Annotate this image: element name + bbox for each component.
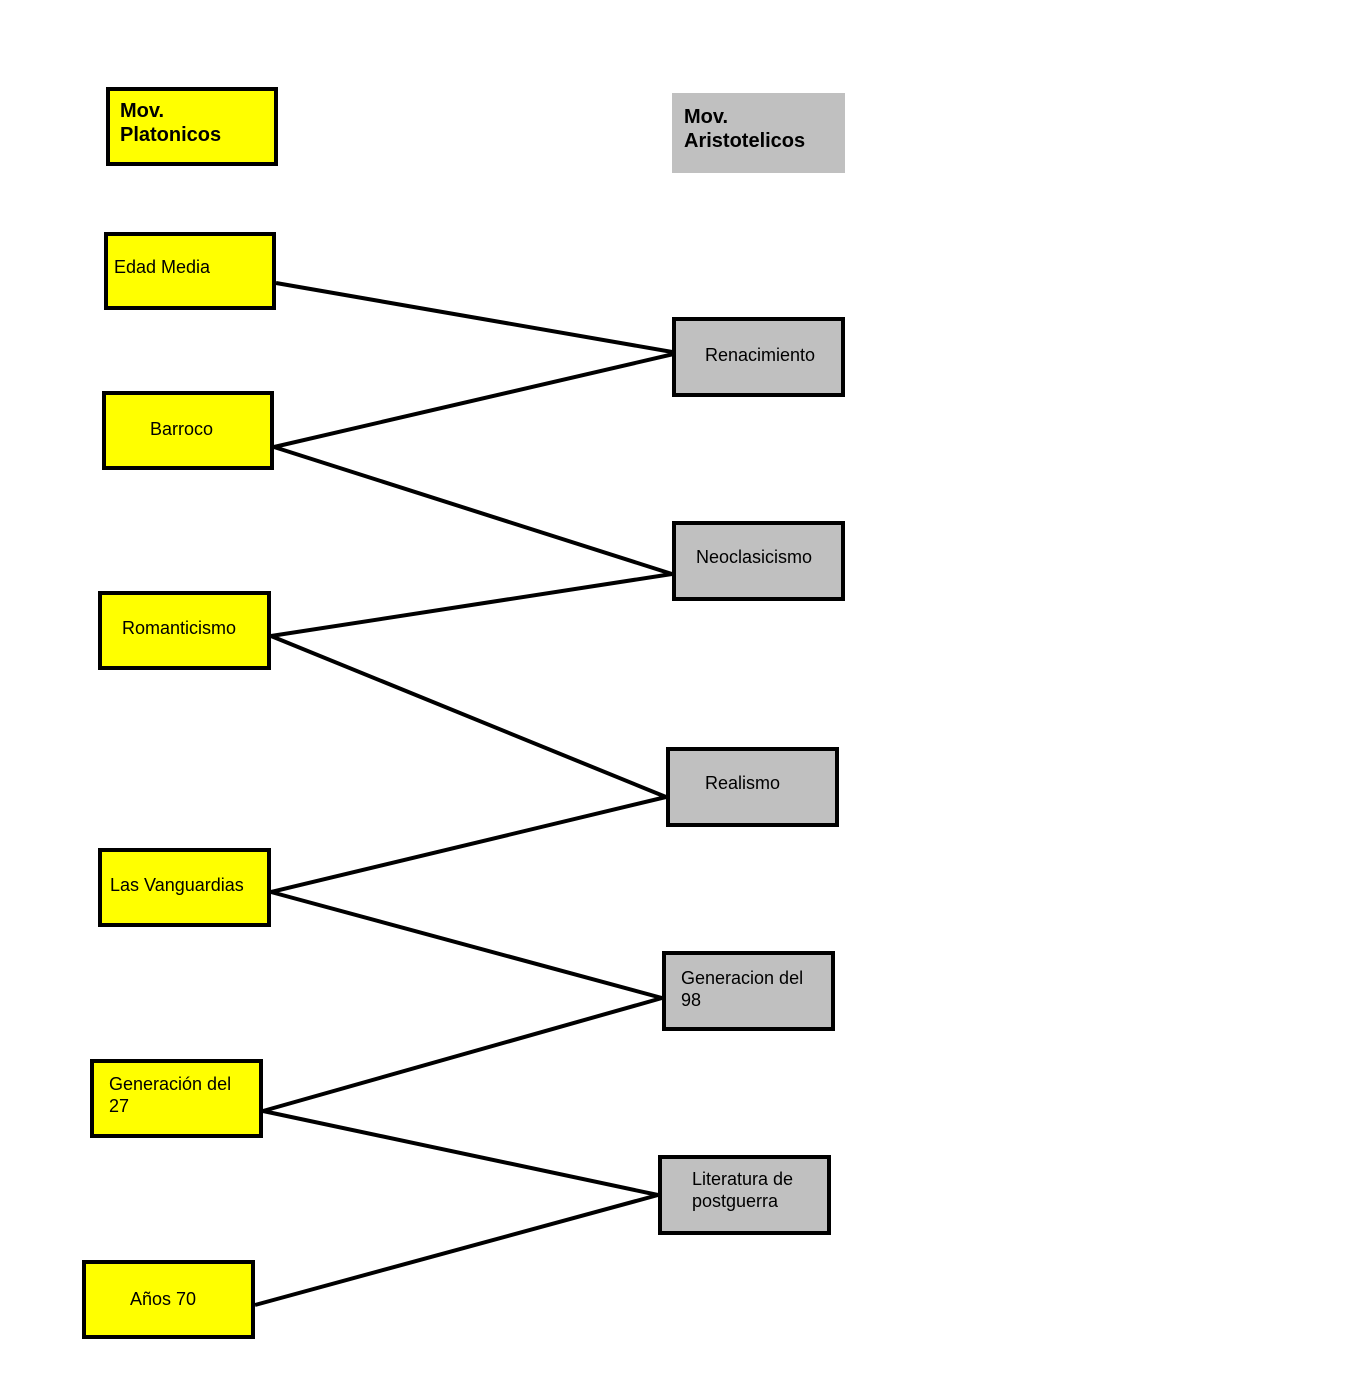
- aristotelian-header: Mov. Aristotelicos: [672, 93, 845, 173]
- node-generacion-98: Generacion del 98: [662, 951, 835, 1031]
- node-las-vanguardias: Las Vanguardias: [98, 848, 271, 927]
- connector-line-9: [262, 1109, 659, 1197]
- node-romanticismo: Romanticismo: [98, 591, 271, 670]
- node-generacion-27: Generación del 27: [90, 1059, 263, 1138]
- node-barroco-label: Barroco: [150, 419, 214, 439]
- connector-line-5: [270, 634, 667, 799]
- connector-line-1: [275, 281, 679, 355]
- node-realismo: Realismo: [666, 747, 839, 827]
- node-renacimiento: Renacimiento: [672, 317, 845, 397]
- node-romanticismo-label: Romanticismo: [122, 618, 237, 638]
- node-literatura-postguerra-label: Literatura de postguerra: [692, 1169, 794, 1211]
- node-realismo-label: Realismo: [705, 773, 781, 793]
- node-generacion-27-label: Generación del 27: [109, 1074, 232, 1116]
- node-anos-70: Años 70: [82, 1260, 255, 1339]
- platonic-header: Mov. Platonicos: [106, 87, 278, 166]
- connector-line-2: [273, 351, 679, 449]
- platonic-header-label: Mov. Platonicos: [120, 100, 222, 146]
- node-literatura-postguerra: Literatura de postguerra: [658, 1155, 831, 1235]
- node-las-vanguardias-label: Las Vanguardias: [110, 875, 244, 895]
- node-renacimiento-label: Renacimiento: [705, 345, 816, 365]
- connector-line-4: [270, 572, 673, 638]
- node-neoclasicismo-label: Neoclasicismo: [696, 547, 813, 567]
- connector-line-7: [270, 890, 663, 1000]
- connector-line-8: [262, 996, 663, 1113]
- connector-line-3: [273, 445, 673, 576]
- node-neoclasicismo: Neoclasicismo: [672, 521, 845, 601]
- node-edad-media-label: Edad Media: [114, 257, 211, 277]
- connector-line-10: [254, 1193, 659, 1307]
- aristotelian-header-label: Mov. Aristotelicos: [684, 106, 806, 152]
- node-edad-media: Edad Media: [104, 232, 276, 310]
- node-barroco: Barroco: [102, 391, 274, 470]
- connector-line-6: [270, 795, 667, 894]
- node-anos-70-label: Años 70: [130, 1289, 197, 1309]
- node-generacion-98-label: Generacion del 98: [681, 968, 804, 1010]
